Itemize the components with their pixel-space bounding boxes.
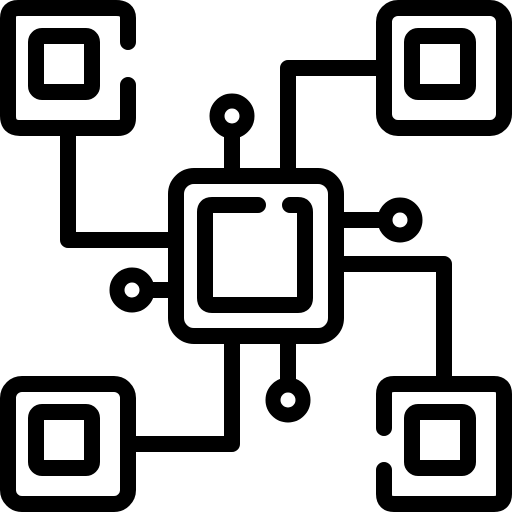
bottom-left-node-square [28,404,100,476]
top-left-node-square [28,28,100,100]
bottom-right-node-square [404,404,476,476]
pin-terminal-bottom-icon [265,377,311,423]
connector-bottom-left [120,328,240,452]
bottom-left-node [0,376,136,512]
connector-bottom-right [328,256,452,392]
pins [144,124,392,392]
top-left-node-frame [0,0,136,136]
top-left-node [0,0,136,136]
bottom-right-node [376,376,512,512]
bottom-right-node-frame [376,376,512,512]
connector-top-right [280,60,392,184]
pin-terminal-left-icon [109,267,155,313]
connectors [60,60,452,452]
pin-terminals [109,93,423,423]
bottom-left-node-frame [0,376,136,512]
pin-terminal-top-icon [209,93,255,139]
pin-terminal-right-icon [377,197,423,243]
central-chip [168,168,344,344]
connector-top-left [60,120,184,248]
top-right-node [376,0,512,136]
top-right-node-square [404,28,476,100]
top-right-node-frame [376,0,512,136]
central-chip-inner [197,197,313,313]
